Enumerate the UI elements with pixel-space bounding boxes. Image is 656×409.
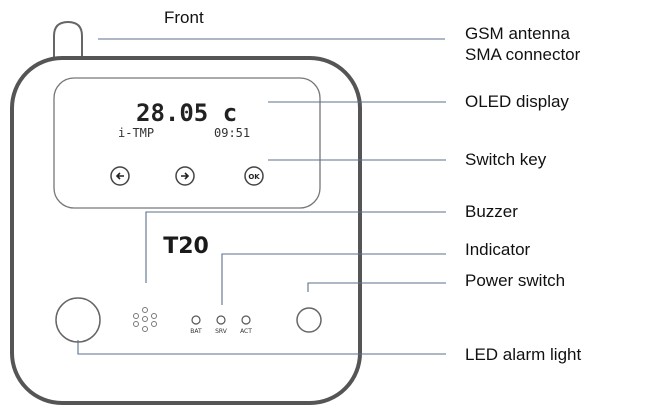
- label-buzzer: Buzzer: [465, 202, 518, 221]
- label-power-switch: Power switch: [465, 271, 566, 290]
- display-sensor: i-TMP: [118, 126, 154, 140]
- leader-indicator: [221, 253, 446, 305]
- label-led-alarm-light: LED alarm light: [465, 345, 582, 364]
- ok-icon: OK: [248, 173, 260, 181]
- front-title: Front: [164, 8, 204, 27]
- display-reading: 28.05 c: [136, 99, 237, 127]
- left-key[interactable]: [110, 166, 130, 186]
- indicator-label-act: ACT: [240, 328, 252, 335]
- label-indicator: Indicator: [465, 240, 531, 259]
- ok-key[interactable]: OK: [244, 166, 264, 186]
- gsm-antenna: [53, 20, 83, 60]
- indicator-led-bat: BAT: [190, 315, 202, 335]
- label-switch-key: Switch key: [465, 150, 547, 169]
- label-gsm-antenna: GSM antenna: [465, 24, 570, 43]
- arrow-right-icon: [181, 172, 190, 180]
- arrow-left-icon: [115, 172, 124, 180]
- leader-lines: [77, 38, 446, 355]
- right-key[interactable]: [175, 166, 195, 186]
- indicator-led-srv: SRV: [215, 315, 228, 335]
- leader-led: [77, 340, 446, 355]
- oled-panel: [53, 77, 321, 209]
- leader-buzzer: [145, 211, 446, 283]
- indicator-led-act: ACT: [240, 315, 252, 335]
- buzzer-grille: [133, 307, 157, 332]
- led-alarm-light: [55, 297, 101, 343]
- label-oled-display: OLED display: [465, 92, 569, 111]
- indicator-label-bat: BAT: [190, 328, 202, 335]
- label-sma-connector: SMA connector: [465, 45, 581, 64]
- indicator-label-srv: SRV: [215, 328, 228, 335]
- leader-power: [307, 282, 446, 292]
- display-time: 09:51: [214, 126, 250, 140]
- model-label: T20: [163, 234, 209, 259]
- power-switch[interactable]: [296, 307, 322, 333]
